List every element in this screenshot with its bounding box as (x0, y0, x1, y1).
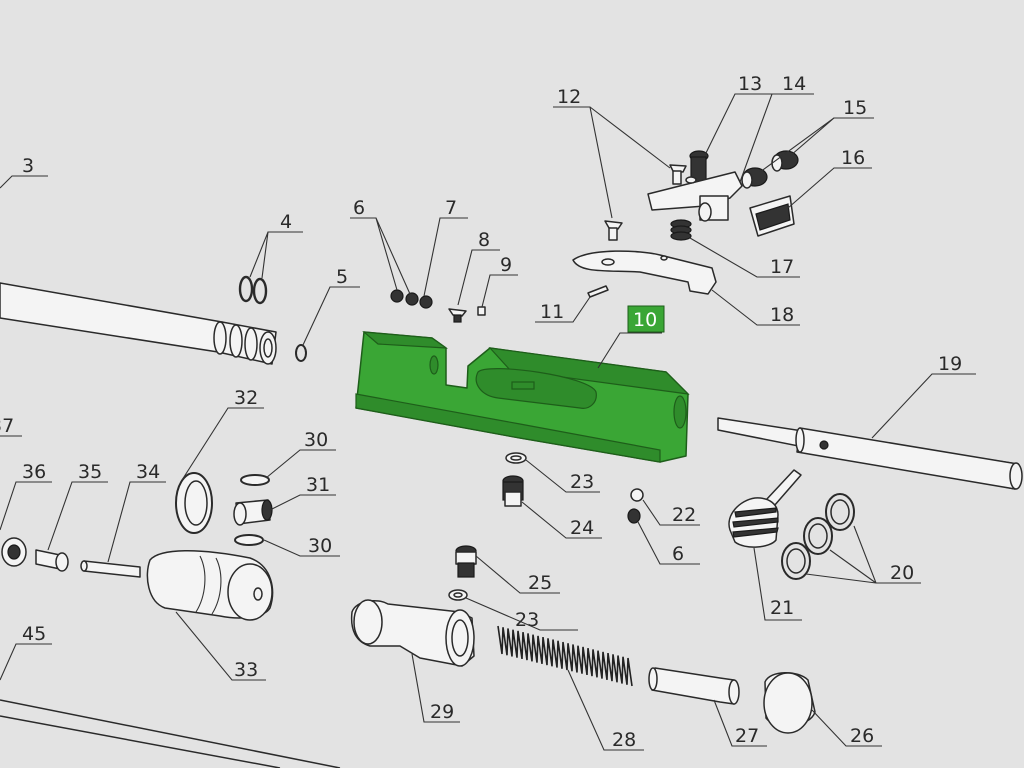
callout-20: 20 (890, 562, 914, 584)
callout-10-highlight-box (627, 305, 665, 333)
callout-6-lower: 6 (672, 543, 684, 565)
part-19-rod (717, 417, 1023, 490)
part-28-spring (497, 625, 633, 687)
part-6-set-screw (627, 508, 641, 524)
part-23-washer-lower (448, 589, 468, 601)
callout-11: 11 (540, 301, 564, 323)
callout-37: 37 (0, 415, 14, 437)
part-6-7-set-screws (390, 289, 433, 309)
callout-23-upper: 23 (570, 471, 594, 493)
part-22-ball (630, 488, 644, 502)
part-35-screw (35, 549, 69, 572)
callout-19: 19 (938, 353, 962, 375)
callout-34: 34 (136, 461, 160, 483)
part-16-sight-blade (749, 195, 795, 237)
part-12-screws (604, 164, 687, 241)
callout-27: 27 (735, 725, 759, 747)
part-3-barrel (0, 282, 277, 365)
part-26-cap (763, 672, 816, 734)
callout-33: 33 (234, 659, 258, 681)
leader-lines (0, 93, 976, 751)
callout-21: 21 (770, 597, 794, 619)
callout-3: 3 (22, 155, 34, 177)
part-5-washer (295, 344, 307, 362)
part-11-pin (587, 285, 609, 298)
part-25-bolt (455, 545, 477, 578)
part-8-screw (448, 308, 467, 323)
part-15-adjuster-screws (741, 150, 799, 189)
callout-12: 12 (557, 86, 581, 108)
part-27-plunger (648, 667, 740, 705)
callout-28: 28 (612, 729, 636, 751)
part-34-pin (80, 560, 141, 578)
callout-6-upper: 6 (353, 197, 365, 219)
callout-17: 17 (770, 256, 794, 278)
callout-10: 10 (633, 309, 657, 331)
callout-26: 26 (850, 725, 874, 747)
part-9-pin (477, 306, 486, 316)
callout-36: 36 (22, 461, 46, 483)
callout-25: 25 (528, 572, 552, 594)
callout-5: 5 (336, 266, 348, 288)
callout-30-upper: 30 (304, 429, 328, 451)
callout-24: 24 (570, 517, 594, 539)
callout-45: 45 (22, 623, 46, 645)
callout-14: 14 (782, 73, 806, 95)
part-30-ring-lower (234, 534, 264, 546)
part-23-washer-upper (505, 452, 527, 464)
part-18-sight-spring-plate (572, 250, 717, 295)
callout-29: 29 (430, 701, 454, 723)
callout-16: 16 (841, 147, 865, 169)
part-29-piston (350, 599, 475, 667)
callout-31: 31 (306, 474, 330, 496)
part-20-washers (781, 493, 855, 580)
callout-labels: 3 4 5 6 7 8 9 10 11 12 13 14 15 16 17 18… (0, 73, 962, 751)
callout-18: 18 (770, 304, 794, 326)
callout-15: 15 (843, 97, 867, 119)
part-33-cylinder (146, 549, 274, 621)
callout-22: 22 (672, 504, 696, 526)
callout-9: 9 (500, 254, 512, 276)
part-36-nut (1, 537, 27, 567)
part-21-cocking-knob (728, 469, 802, 548)
part-45-stock (0, 699, 341, 768)
part-32-seal (175, 472, 213, 534)
part-31-bushing (233, 499, 273, 526)
callout-23-lower: 23 (515, 609, 539, 631)
callout-7: 7 (445, 197, 457, 219)
callout-30-lower: 30 (308, 535, 332, 557)
part-24-bolt (502, 475, 524, 507)
part-17-spring (670, 219, 692, 241)
part-30-ring-upper (240, 474, 270, 486)
callout-35: 35 (78, 461, 102, 483)
callout-32: 32 (234, 387, 258, 409)
callout-4: 4 (280, 211, 292, 233)
callout-8: 8 (478, 229, 490, 251)
callout-13: 13 (738, 73, 762, 95)
part-14-rear-sight-base (647, 171, 743, 222)
part-4-o-rings (238, 275, 268, 305)
part-10-receiver-highlighted (355, 331, 690, 463)
